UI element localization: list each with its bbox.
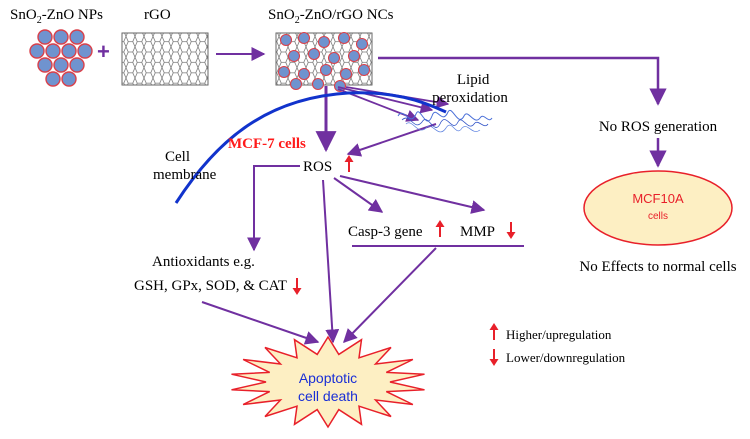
casp3-gene-label: Casp-3 gene [348,224,423,240]
no-ros-label: No ROS generation [599,119,718,135]
arrow-lipid-to-ros [346,123,437,157]
nanoparticle [45,71,61,87]
nanoparticle [37,29,53,45]
nanoparticle-cluster [29,29,93,87]
legend-lower-label: Lower/downregulation [506,350,626,365]
mcf10a-ellipse [583,170,733,246]
cell-death-label: cell death [298,388,358,404]
nanocomposite-particle [319,63,333,77]
nps-label: SnO2-ZnO NPs [10,7,103,26]
nanocomposite-particle [307,47,321,61]
ncs-label: SnO2-ZnO/rGO NCs [268,7,394,26]
mmp-down-arrow-icon [506,222,516,239]
arrow-ros-to-antioxidants [247,165,300,252]
apoptotic-label: Apoptotic [299,370,357,386]
nanocomposite-particle [347,49,361,63]
casp3-up-arrow-icon [435,220,445,237]
antioxidants-down-arrow-icon [292,278,302,295]
nanoparticle [69,29,85,45]
plus-sign: + [97,39,110,64]
nanoparticle [77,43,93,59]
mcf7-cells-label: MCF-7 cells [228,136,306,152]
nanocomposite-particle [277,65,291,79]
nanocomposite-particle [311,77,325,91]
nanoparticle [69,57,85,73]
nanoparticle [37,57,53,73]
no-effects-label: No Effects to normal cells [579,259,736,275]
nanocomposite-graphic [275,31,373,93]
arrow-ros-to-apoptosis [322,179,340,344]
lipid-peroxidation-label: Lipid peroxidation [432,72,508,106]
nanocomposite-particle [339,67,353,81]
arrow-ros-to-mmp [339,175,486,214]
legend-up-arrow-icon [489,323,499,340]
nanocomposite-particle [287,49,301,63]
cell-membrane-label: Cell membrane [153,149,217,183]
nanoparticle [61,71,77,87]
nanoparticle [61,43,77,59]
nanocomposite-particle [337,31,351,45]
lipid-dna-icon [397,109,493,122]
nanocomposite-particle [297,67,311,81]
cell-membrane-arc [174,91,447,204]
nanocomposite-particle [317,35,331,49]
mmp-label: MMP [460,224,495,240]
nanocomposite-particle [297,31,311,45]
legend-higher-label: Higher/upregulation [506,327,612,342]
ros-up-arrow-icon [344,155,354,172]
nanoparticle [45,43,61,59]
antioxidants-list: GSH, GPx, SOD, & CAT [134,278,287,294]
nanocomposite-particle [357,63,371,77]
nanocomposite-particle [327,51,341,65]
nanocomposite-particle [289,77,303,91]
antioxidants-label: Antioxidants e.g. [152,254,255,270]
nanoparticle [53,29,69,45]
legend-down-arrow-icon [489,349,499,366]
legend-higher: Higher/upregulation [489,323,612,342]
ros-label: ROS [303,159,332,175]
nanoparticle [53,57,69,73]
mcf10a-label: MCF10A [632,191,684,206]
arrow-ncs-to-no-ros [378,56,667,106]
nanoparticle [29,43,45,59]
nanocomposite-particle [279,33,293,47]
mcf10a-cells-label: cells [648,211,668,222]
nanocomposite-particle [355,37,369,51]
rgo-label: rGO [144,7,171,23]
arrow-ros-to-casp3 [333,177,384,213]
legend-lower: Lower/downregulation [489,349,626,366]
arrow-antioxidants-to-apoptosis [201,301,320,345]
apoptotic-starburst [231,335,425,429]
arrow-casp3-mmp-to-apoptosis [343,247,437,344]
rgo-sheet [121,32,209,86]
